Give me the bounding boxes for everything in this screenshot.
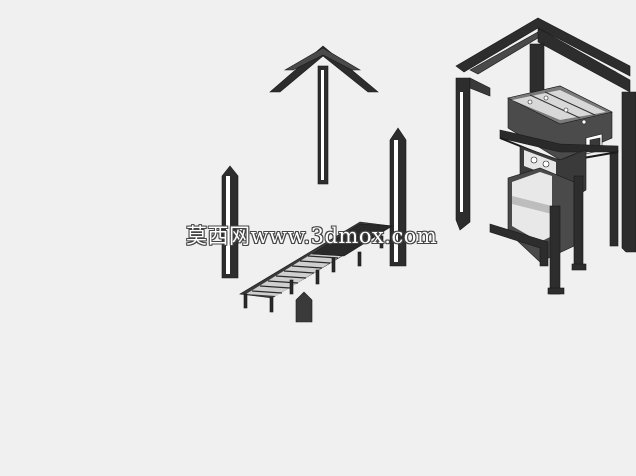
roof-beam-center — [269, 45, 379, 185]
frame-post-right — [609, 91, 636, 253]
machine-legs — [547, 175, 587, 295]
roof-beam-right — [455, 17, 631, 93]
bagging-unit — [489, 167, 575, 267]
watermark-text: 莫西网www.3dmox.com — [186, 224, 438, 248]
column-left — [221, 165, 239, 279]
roller-conveyor — [239, 221, 393, 323]
frame-post-back — [529, 43, 545, 93]
frame-post-left — [455, 77, 491, 231]
column-right — [389, 127, 407, 267]
